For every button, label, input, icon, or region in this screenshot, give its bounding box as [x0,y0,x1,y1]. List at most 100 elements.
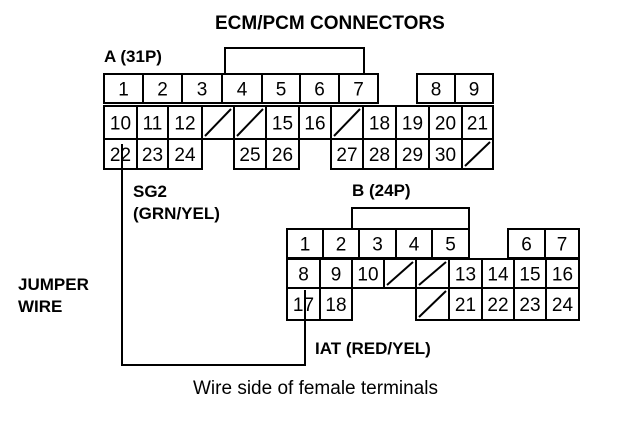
terminal-number: 7 [353,80,364,101]
terminal-10: 10 [103,105,138,140]
blank-terminal [383,258,417,289]
terminal-3: 3 [358,228,397,259]
terminal-24: 24 [545,287,580,321]
caption: Wire side of female terminals [193,378,438,399]
terminal-number: 20 [435,114,456,135]
terminal-1: 1 [286,228,324,259]
blank-terminal [415,258,450,289]
terminal-number: 25 [239,145,260,166]
terminal-16: 16 [545,258,580,289]
terminal-15: 15 [513,258,547,289]
terminal-number: 19 [402,114,423,135]
terminal-number: 16 [304,114,325,135]
terminal-12: 12 [167,105,203,140]
terminal-number: 3 [197,80,208,101]
connector-a-label: A (31P) [104,47,162,66]
diagram-title: ECM/PCM CONNECTORS [215,13,445,34]
terminal-number: 4 [409,235,420,256]
terminal-number: 17 [293,295,314,316]
iat-label: IAT (RED/YEL) [315,339,431,358]
terminal-number: 23 [519,295,540,316]
terminal-number: 1 [118,80,129,101]
terminal-24: 24 [167,138,203,170]
terminal-number: 15 [519,265,540,286]
terminal-number: 28 [369,145,390,166]
terminal-number: 5 [445,235,456,256]
terminal-number: 30 [435,145,456,166]
blank-slash [386,261,414,286]
terminal-number: 13 [455,265,476,286]
terminal-number: 6 [314,80,325,101]
terminal-1: 1 [103,73,144,104]
terminal-30: 30 [428,138,463,170]
terminal-number: 22 [110,145,131,166]
connector-a-key [224,47,365,74]
terminal-number: 24 [552,295,574,316]
terminal-number: 16 [552,265,573,286]
terminal-number: 2 [336,235,347,256]
terminal-21: 21 [461,105,494,140]
terminal-number: 7 [557,235,568,256]
terminal-11: 11 [136,105,169,140]
terminal-14: 14 [481,258,515,289]
terminal-5: 5 [431,228,470,259]
terminal-21: 21 [448,287,483,321]
terminal-8: 8 [416,73,456,104]
blank-slash [418,290,447,318]
terminal-number: 8 [431,80,442,101]
blank-slash [418,261,447,286]
terminal-27: 27 [330,138,364,170]
terminal-number: 12 [174,114,195,135]
blank-slash [333,108,361,137]
terminal-number: 26 [272,145,293,166]
blank-terminal [233,105,267,140]
connector-b-key [351,207,470,229]
sg2-color-label: (GRN/YEL) [133,204,220,223]
terminal-number: 27 [336,145,357,166]
terminal-2: 2 [322,228,360,259]
terminal-7: 7 [338,73,379,104]
blank-terminal [461,138,494,170]
blank-terminal [415,287,450,321]
blank-terminal [201,105,235,140]
terminal-number: 10 [357,265,378,286]
terminal-3: 3 [181,73,223,104]
terminal-number: 2 [157,80,168,101]
terminal-13: 13 [448,258,483,289]
terminal-4: 4 [395,228,433,259]
sg2-label: SG2 [133,182,167,201]
terminal-number: 10 [110,114,131,135]
terminal-2: 2 [142,73,183,104]
terminal-number: 24 [174,145,196,166]
jumper-wire [121,144,306,366]
terminal-16: 16 [298,105,332,140]
terminal-number: 21 [455,295,476,316]
terminal-number: 9 [469,80,480,101]
terminal-number: 14 [487,265,509,286]
terminal-29: 29 [395,138,430,170]
terminal-number: 6 [521,235,532,256]
terminal-8: 8 [286,258,321,289]
terminal-number: 4 [237,80,248,101]
terminal-number: 5 [276,80,287,101]
terminal-number: 8 [298,265,309,286]
terminal-number: 23 [142,145,163,166]
terminal-number: 18 [325,295,346,316]
terminal-28: 28 [362,138,397,170]
terminal-6: 6 [507,228,546,259]
terminal-number: 3 [372,235,383,256]
terminal-number: 18 [369,114,390,135]
terminal-19: 19 [395,105,430,140]
terminal-23: 23 [136,138,169,170]
blank-slash [236,108,264,137]
terminal-number: 21 [467,114,488,135]
terminal-number: 11 [143,114,163,135]
terminal-number: 15 [272,114,293,135]
terminal-number: 22 [487,295,508,316]
blank-slash [464,141,491,167]
terminal-18: 18 [319,287,353,321]
terminal-25: 25 [233,138,267,170]
terminal-15: 15 [265,105,300,140]
